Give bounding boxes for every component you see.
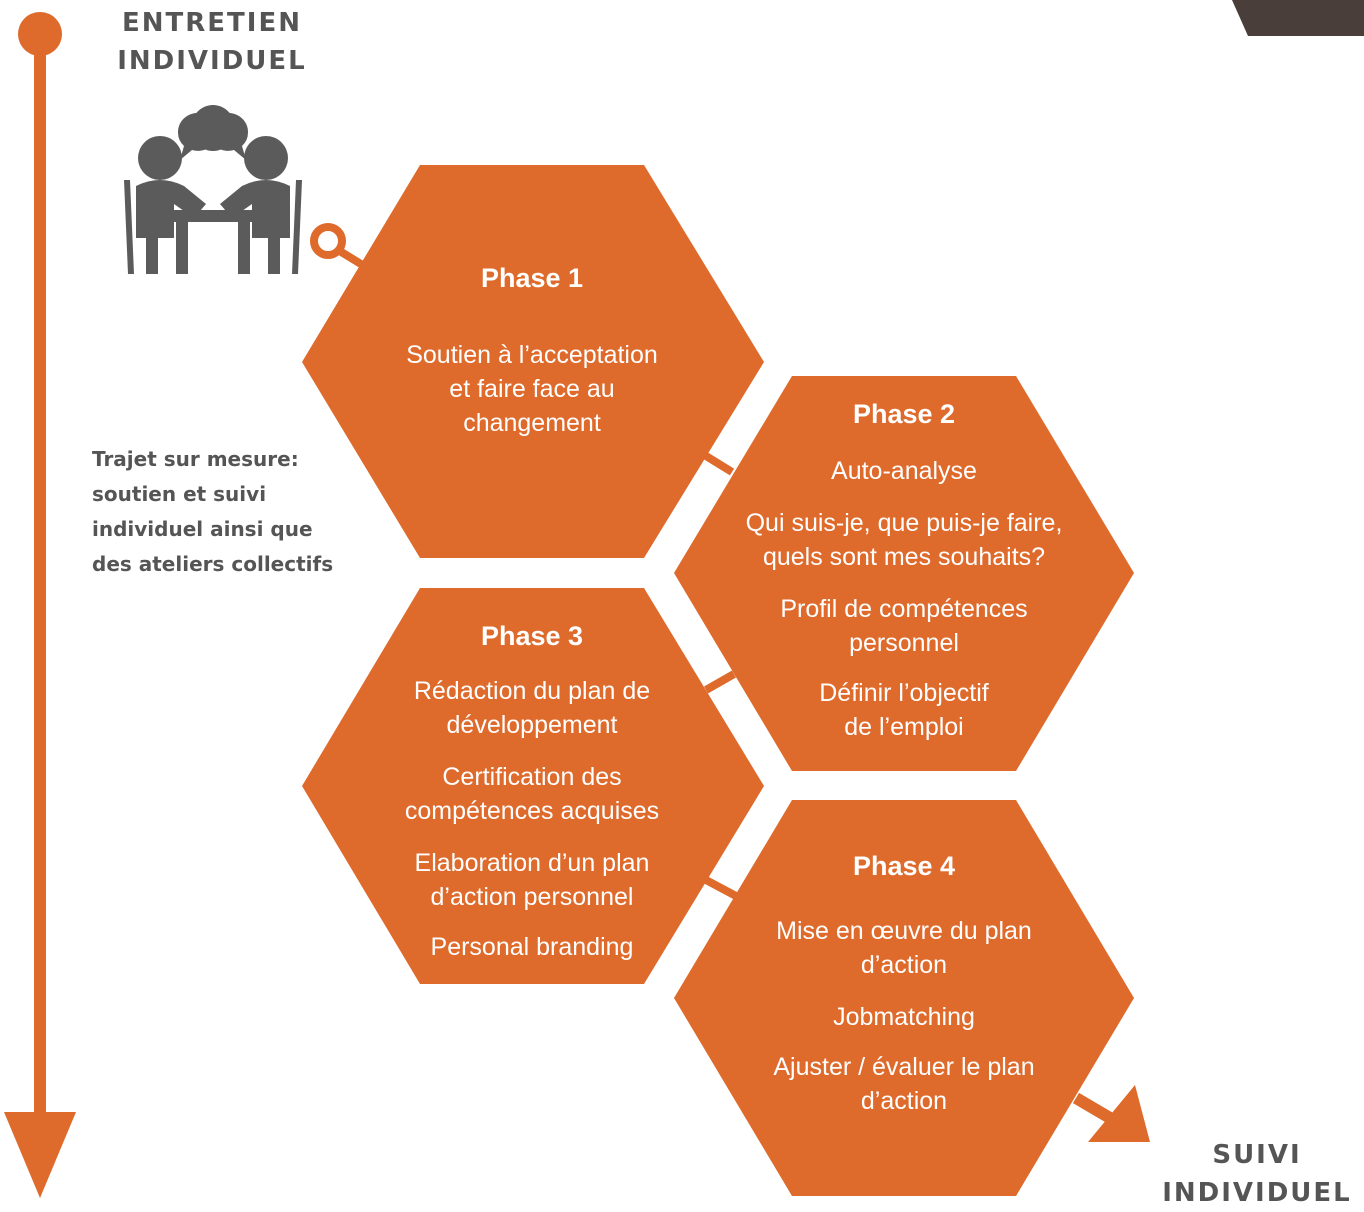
- phase-2-item: Définir l’objectif de l’emploi: [819, 679, 989, 741]
- phase-1-item: Soutien à l’acceptation et faire face au…: [406, 341, 658, 437]
- phase-2-hexagon: [674, 376, 1134, 771]
- meeting-icon: [124, 105, 302, 274]
- phase-2-item: Auto-analyse: [831, 457, 977, 485]
- connector-phase3-phase2: [704, 670, 736, 694]
- connector-start-dot: [310, 223, 346, 259]
- phase-4-hexagon: [674, 800, 1134, 1196]
- phase-4-item: Mise en œuvre du plan d’action: [776, 917, 1032, 979]
- phase-2-item: Profil de compétences personnel: [780, 595, 1028, 657]
- phase-4-title: Phase 4: [852, 851, 956, 881]
- phase-1-hexagon: [302, 165, 764, 558]
- phase-2-title: Phase 2: [852, 399, 956, 429]
- phase-3-item: Certification des compétences acquises: [404, 763, 660, 825]
- phase-3-item: Elaboration d’un plan d’action personnel: [414, 849, 650, 911]
- phase-4-item: Ajuster / évaluer le plan d’action: [773, 1053, 1035, 1115]
- connector-phase3-phase4: [704, 876, 738, 900]
- side-note: Trajet sur mesure: soutien et suivi indi…: [92, 447, 334, 576]
- phase-1-title: Phase 1: [480, 263, 584, 293]
- phase-3-hexagon: [302, 588, 764, 984]
- connector-end-arrowhead: [1088, 1085, 1150, 1142]
- phase-3-item: Rédaction du plan de développement: [413, 677, 651, 739]
- bottom-heading: SUIVI INDIVIDUEL: [1162, 1140, 1352, 1208]
- phase-2-item: Qui suis-je, que puis-je faire, quels so…: [745, 509, 1063, 571]
- phase-4-item: Jobmatching: [833, 1003, 975, 1031]
- timeline-start-dot: [18, 12, 62, 56]
- top-heading: ENTRETIEN INDIVIDUEL: [117, 8, 307, 76]
- phase-3-title: Phase 3: [480, 621, 584, 651]
- phase-3-item: Personal branding: [430, 933, 634, 961]
- connector-phase1-phase2: [703, 452, 735, 476]
- connector-phase4-end: [1072, 1092, 1114, 1124]
- corner-photo: [1232, 0, 1364, 36]
- timeline-arrowhead: [4, 1112, 76, 1198]
